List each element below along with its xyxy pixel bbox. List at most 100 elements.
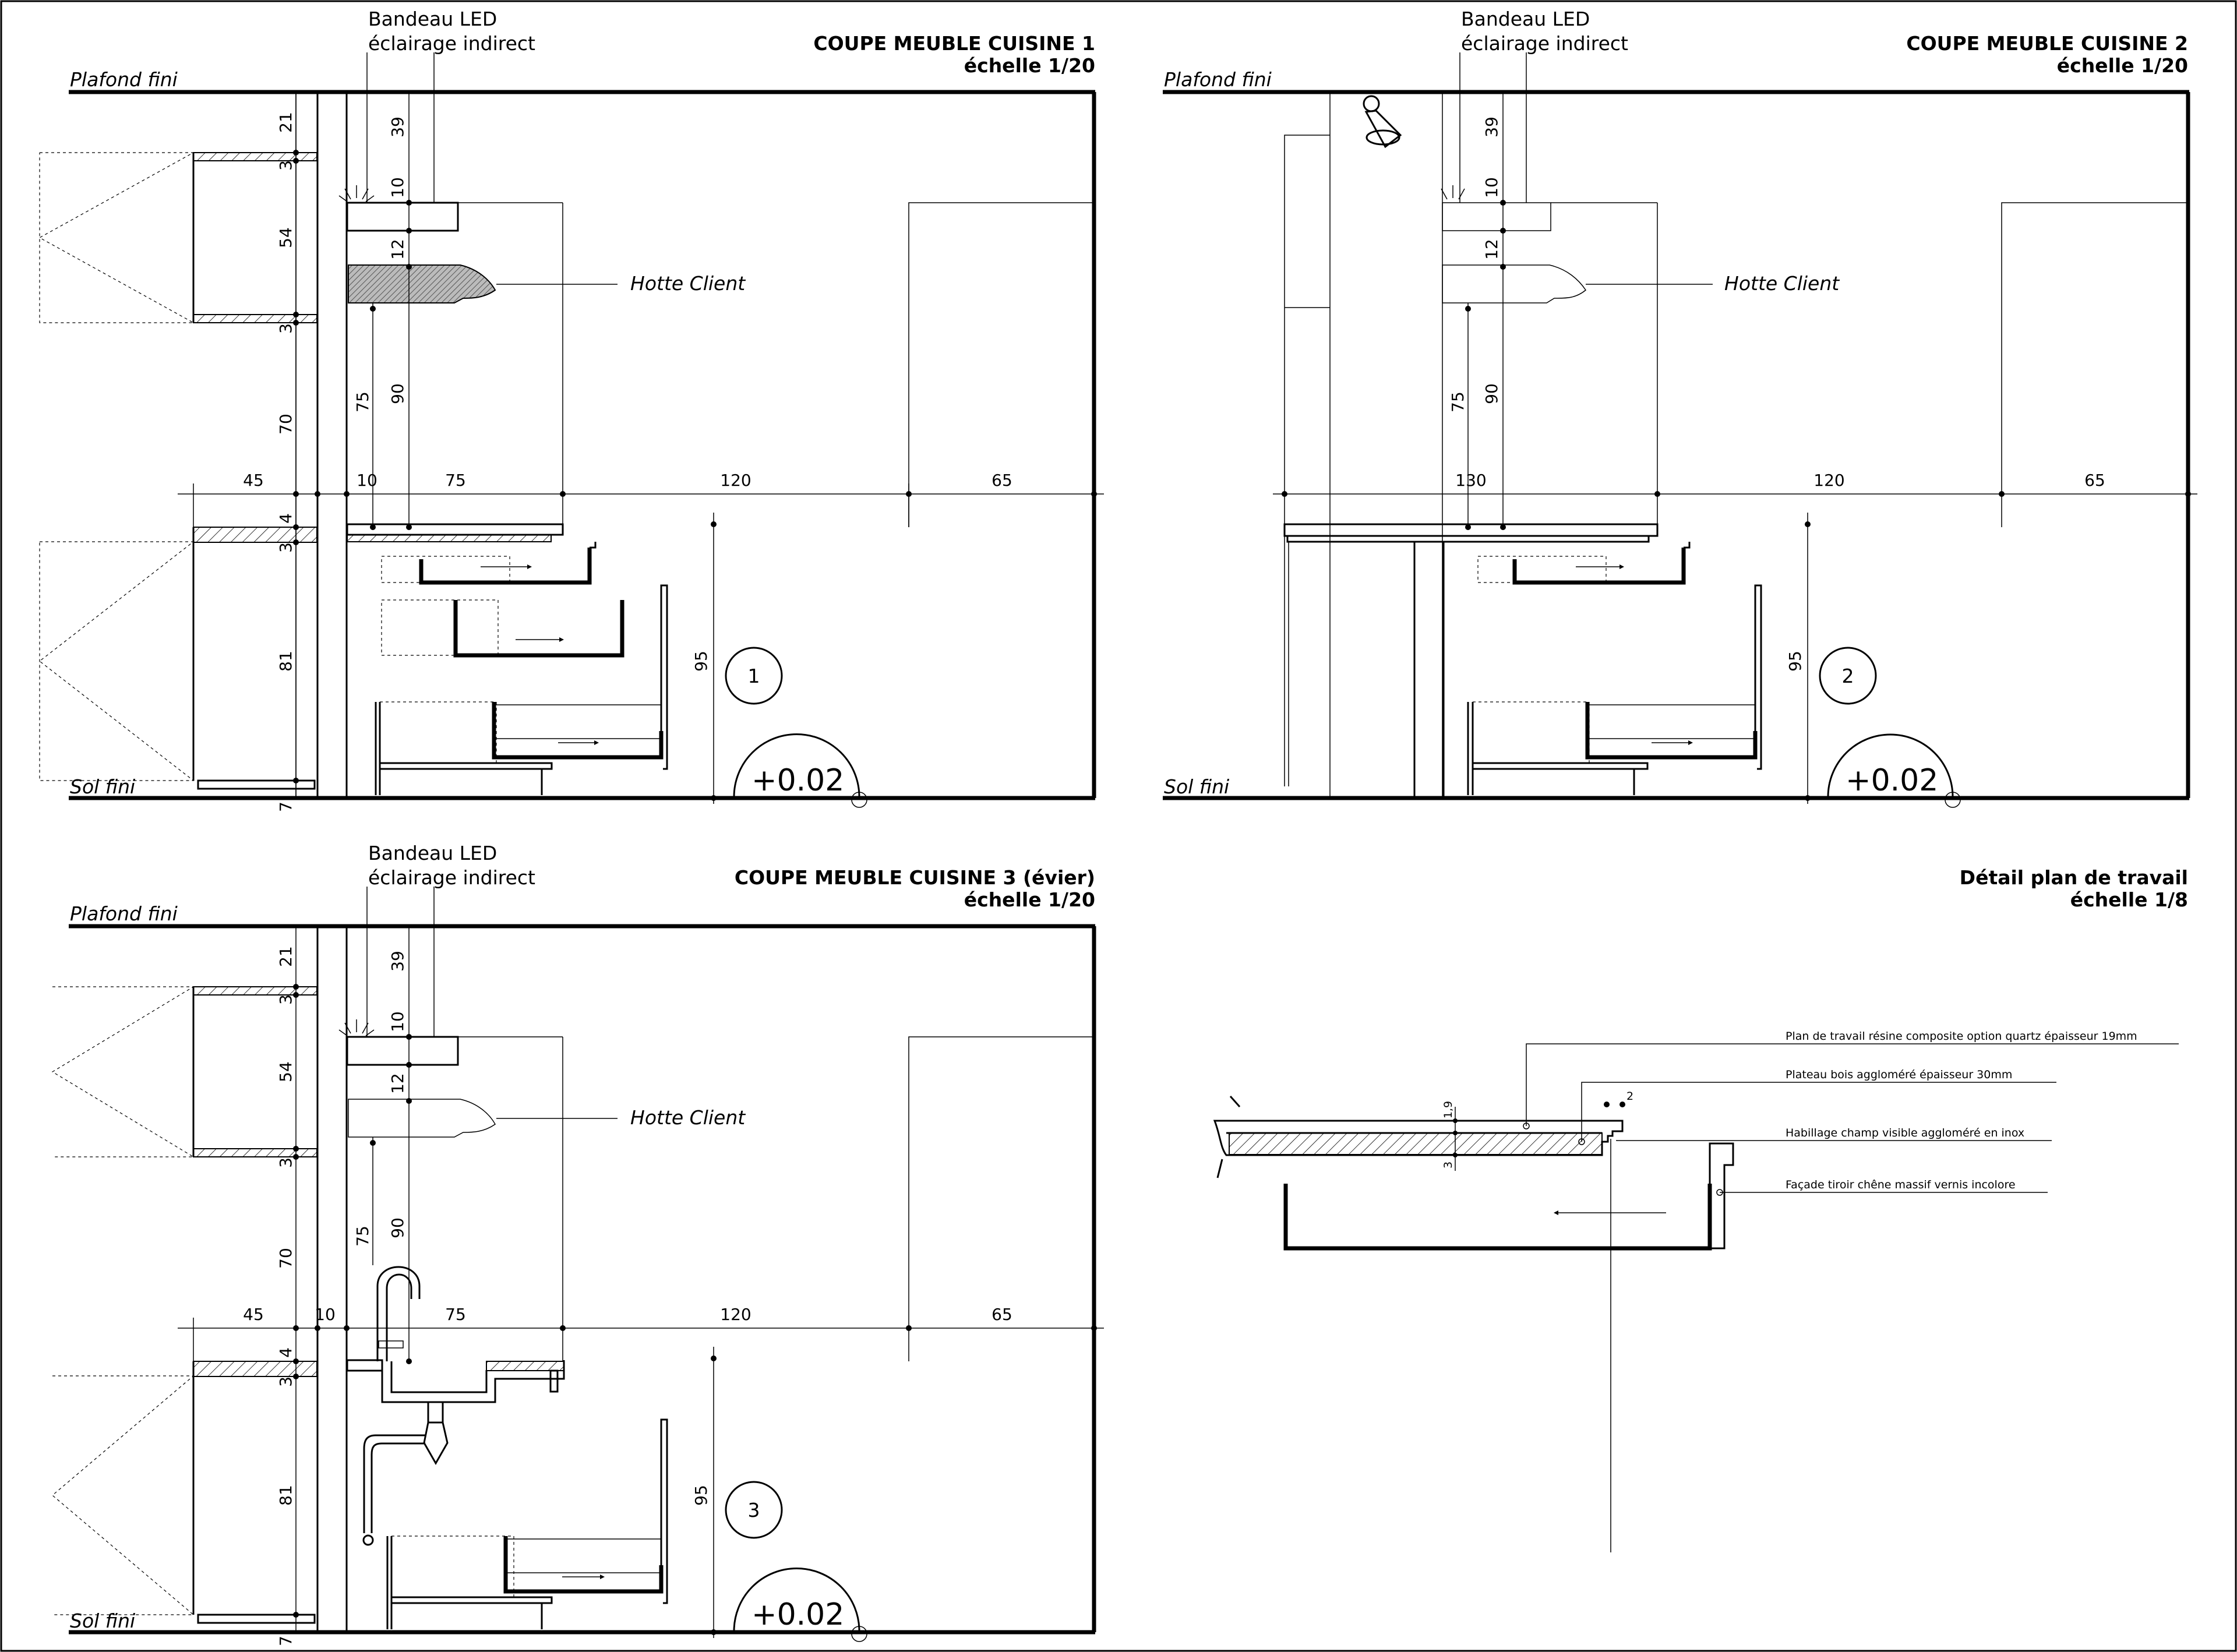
dim-hood-39: 39 bbox=[388, 117, 407, 137]
drawer-bottom bbox=[492, 702, 664, 760]
dim-130: 130 bbox=[1455, 471, 1486, 490]
dim-v-7: 7 bbox=[276, 1636, 295, 1646]
detail-title: Détail plan de travail bbox=[1960, 866, 2188, 889]
section-3: Bandeau LED éclairage indirect COUPE MEU… bbox=[51, 842, 1104, 1646]
detail-dim-3: 3 bbox=[1442, 1162, 1455, 1169]
section-scale: échelle 1/20 bbox=[2057, 54, 2188, 77]
dim-45: 45 bbox=[243, 471, 264, 490]
ceiling-label: Plafond fini bbox=[1164, 68, 1272, 91]
dim-v-3: 3 bbox=[276, 160, 295, 171]
led-label: Bandeau LED bbox=[368, 842, 497, 864]
led-strip bbox=[1442, 202, 1551, 231]
section-scale: échelle 1/20 bbox=[964, 54, 1095, 77]
dim-v-70: 70 bbox=[276, 1248, 295, 1269]
led-sublabel: éclairage indirect bbox=[368, 32, 535, 55]
floor-label: Sol fini bbox=[1164, 775, 1229, 798]
section-1: Bandeau LED éclairage indirect COUPE MEU… bbox=[38, 8, 1104, 812]
detail-quartz-layer bbox=[1213, 1120, 1624, 1156]
section-marker-2 bbox=[1819, 647, 1877, 705]
sink-basin bbox=[381, 1360, 565, 1403]
dim-120: 120 bbox=[1813, 471, 1844, 490]
led-label: Bandeau LED bbox=[368, 8, 497, 30]
ceiling-label: Plafond fini bbox=[70, 902, 178, 925]
led-sublabel: éclairage indirect bbox=[1461, 32, 1628, 55]
floor-label: Sol fini bbox=[70, 1609, 135, 1632]
dim-120: 120 bbox=[720, 471, 751, 490]
floor-label: Sol fini bbox=[70, 775, 135, 798]
led-strip bbox=[346, 202, 459, 232]
dim-v-4: 4 bbox=[276, 1347, 295, 1358]
faucet-icon bbox=[376, 1266, 421, 1361]
section-marker-1 bbox=[725, 647, 783, 705]
detail-note-board: Plateau bois aggloméré épaisseur 30mm bbox=[1786, 1068, 2012, 1081]
section-marker-text: 3 bbox=[748, 1499, 760, 1522]
dim-v-54: 54 bbox=[276, 1061, 295, 1082]
worktop bbox=[1283, 523, 1659, 537]
dim-hood-12: 12 bbox=[1482, 239, 1501, 260]
led-light-icon bbox=[338, 185, 375, 202]
section-title: COUPE MEUBLE CUISINE 2 bbox=[1906, 32, 2188, 55]
dim-75: 75 bbox=[445, 1305, 466, 1324]
level-arc bbox=[733, 733, 860, 797]
section-title: COUPE MEUBLE CUISINE 1 bbox=[813, 32, 1095, 55]
section-2: Bandeau LED éclairage indirect COUPE MEU… bbox=[1163, 8, 2197, 808]
hood-label: Hotte Client bbox=[630, 272, 746, 295]
elevation-label: +0.02 bbox=[751, 1597, 844, 1632]
dim-10: 10 bbox=[315, 1305, 336, 1324]
hood-label: Hotte Client bbox=[1724, 272, 1840, 295]
dim-v-21: 21 bbox=[276, 946, 295, 967]
dim-75: 75 bbox=[445, 471, 466, 490]
dim-v-4: 4 bbox=[276, 513, 295, 524]
dim-hood-12: 12 bbox=[388, 239, 407, 260]
led-sublabel: éclairage indirect bbox=[368, 866, 535, 889]
dim-65: 65 bbox=[2084, 471, 2105, 490]
dim-v-21: 21 bbox=[276, 112, 295, 133]
led-label: Bandeau LED bbox=[1461, 8, 1590, 30]
dim-65: 65 bbox=[992, 471, 1012, 490]
dim-hood-90: 90 bbox=[1482, 383, 1501, 404]
dim-v-3c: 3 bbox=[276, 542, 295, 553]
dim-v-3c: 3 bbox=[276, 1376, 295, 1387]
dim-hood-12: 12 bbox=[388, 1073, 407, 1094]
detail-board-layer bbox=[1229, 1132, 1603, 1155]
dim-hood-10: 10 bbox=[1482, 177, 1501, 198]
dim-hood-75: 75 bbox=[353, 1226, 372, 1247]
dim-120: 120 bbox=[720, 1305, 751, 1324]
dim-hood-10: 10 bbox=[388, 1011, 407, 1032]
section-marker-text: 2 bbox=[1842, 665, 1854, 687]
dim-hood-75: 75 bbox=[353, 391, 372, 412]
dim-hood-90: 90 bbox=[388, 383, 407, 404]
detail-note-front: Façade tiroir chêne massif vernis incolo… bbox=[1786, 1178, 2016, 1191]
detail-scale: échelle 1/8 bbox=[2070, 888, 2188, 911]
detail-dim-1-9: 1,9 bbox=[1442, 1101, 1455, 1118]
lower-cabinet-top bbox=[193, 527, 317, 543]
dim-v-81: 81 bbox=[276, 651, 295, 672]
dim-65: 65 bbox=[992, 1305, 1012, 1324]
back-wall bbox=[316, 91, 348, 799]
dim-95: 95 bbox=[691, 1485, 711, 1506]
siphon-icon bbox=[362, 1402, 449, 1546]
led-light-icon bbox=[338, 1019, 375, 1036]
detail-dim-2: 2 bbox=[1626, 1090, 1633, 1103]
worktop bbox=[346, 523, 564, 536]
dim-hood-10: 10 bbox=[388, 177, 407, 198]
support-leg bbox=[1413, 541, 1445, 799]
dim-hood-90: 90 bbox=[388, 1217, 407, 1238]
section-scale: échelle 1/20 bbox=[964, 888, 1095, 911]
dim-v-3: 3 bbox=[276, 994, 295, 1005]
dim-v-70: 70 bbox=[276, 414, 295, 435]
dim-95: 95 bbox=[1786, 651, 1805, 672]
dim-95: 95 bbox=[691, 651, 711, 672]
section-title: COUPE MEUBLE CUISINE 3 (évier) bbox=[735, 866, 1095, 889]
dim-v-81: 81 bbox=[276, 1485, 295, 1506]
ceiling-label: Plafond fini bbox=[70, 68, 178, 91]
drawer-top bbox=[419, 548, 592, 585]
elevation-label: +0.02 bbox=[751, 763, 844, 798]
dim-v-3b: 3 bbox=[276, 323, 295, 334]
drawer-middle bbox=[453, 600, 624, 658]
dim-45: 45 bbox=[243, 1305, 264, 1324]
dim-hood-39: 39 bbox=[388, 951, 407, 972]
dim-10: 10 bbox=[357, 471, 377, 490]
